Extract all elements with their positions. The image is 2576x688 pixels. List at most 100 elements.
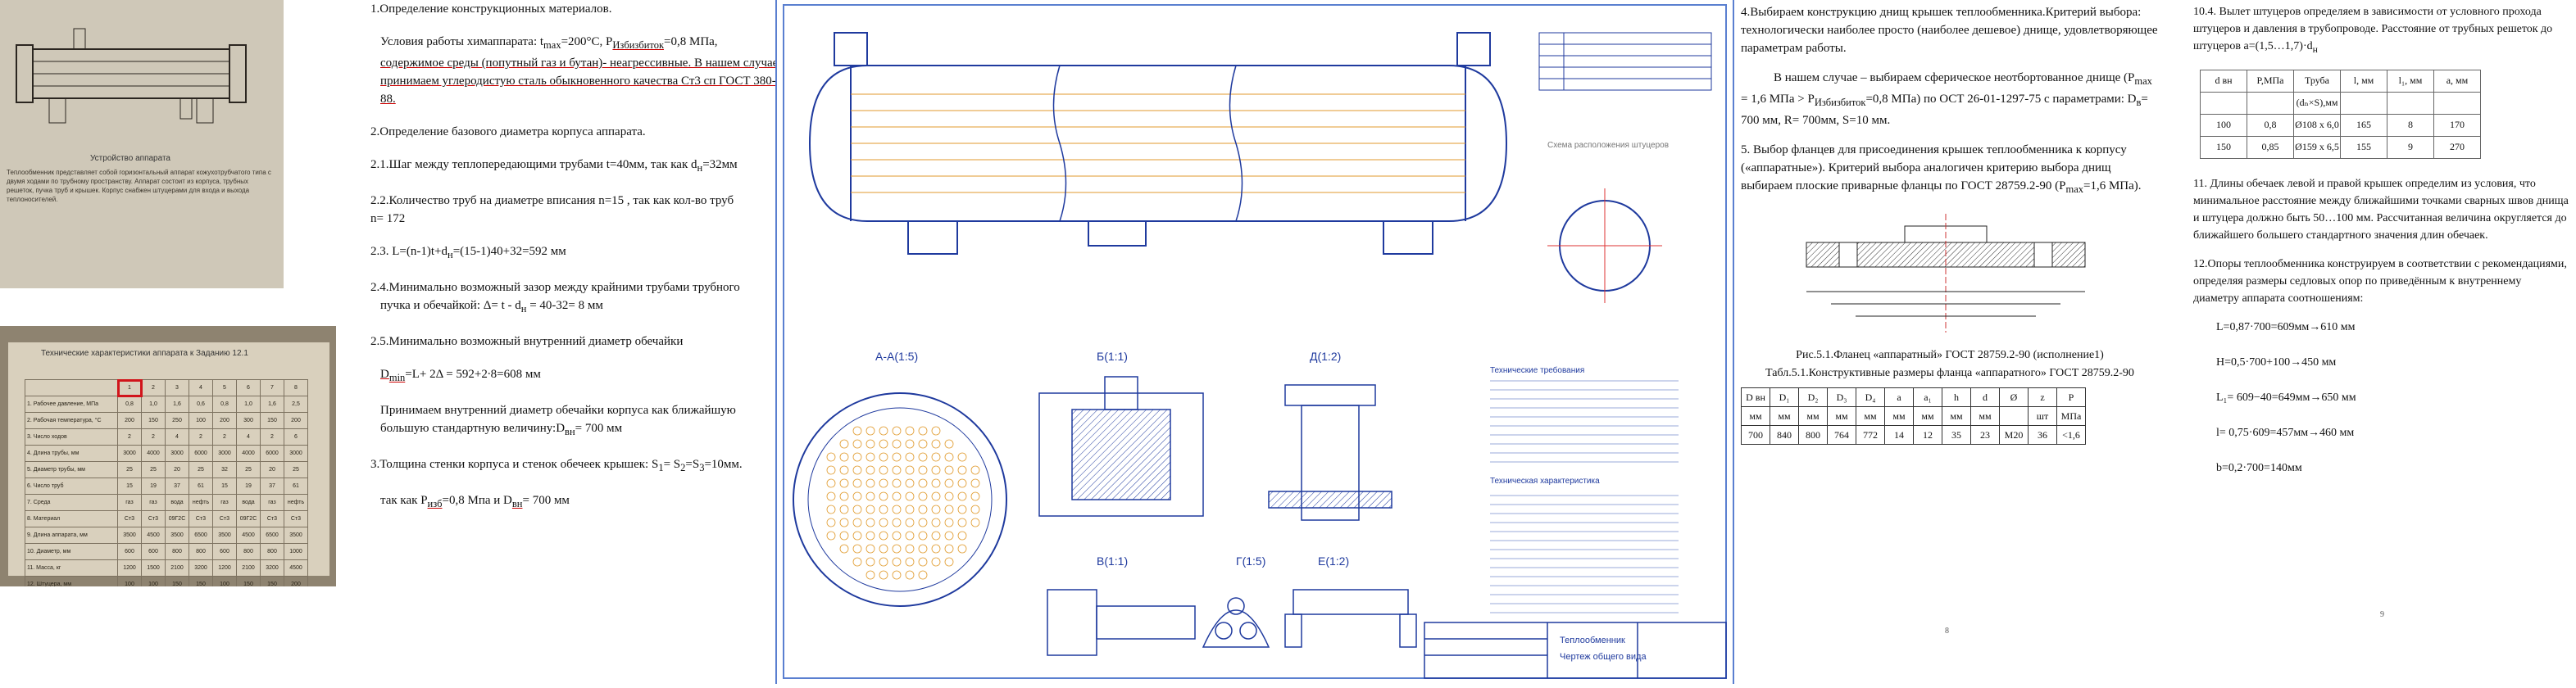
table-cell: газ [260, 494, 284, 511]
tube-hole [852, 491, 862, 501]
tube-hole [865, 570, 875, 580]
tube-hole [852, 531, 862, 541]
table-cell: P,МПа [2247, 69, 2294, 93]
table-caption: Табл.5.1.Конструктивные размеры фланца «… [1765, 367, 2134, 379]
section-12: 12.Опоры теплообменника конструируем в с… [2193, 257, 2567, 305]
label-view-e: Е(1:2) [1318, 554, 1349, 568]
tube-hole [905, 544, 915, 554]
table-cell: 3000 [117, 445, 142, 462]
title-block [1424, 622, 1727, 679]
table-cell: 10. Диаметр, мм [25, 543, 118, 560]
section-2-4: 2.4.Минимально возможный зазор между кра… [370, 281, 740, 315]
tube-hole [892, 439, 902, 449]
table-cell: 1200 [212, 559, 237, 577]
tube-hole [957, 465, 967, 475]
tube-hole [892, 465, 902, 475]
table-cell: 200 [284, 576, 308, 586]
table-cell: 150 [236, 576, 261, 586]
formula-L: L=0,87·700=609мм→610 мм [2216, 320, 2356, 333]
tube-hole [865, 439, 875, 449]
table-cell: 3200 [260, 559, 284, 577]
tube-hole [944, 505, 954, 514]
table-cell: 4000 [236, 445, 261, 462]
table-cell: 2100 [236, 559, 261, 577]
apparatus-sketch [0, 0, 284, 164]
tube-hole [918, 465, 928, 475]
tube-hole [905, 531, 915, 541]
tube-hole [865, 505, 875, 514]
table-cell: 0,8 [117, 396, 142, 413]
table-cell: 25 [236, 461, 261, 478]
label-view-d: Д(1:2) [1310, 350, 1341, 363]
tube-hole [852, 452, 862, 462]
table-cell: 3000 [212, 445, 237, 462]
tube-hole [905, 452, 915, 462]
table-cell: z [2028, 387, 2057, 407]
assignment-photo-2: Технические характеристики аппарата к За… [0, 326, 336, 586]
table-cell: 4 [236, 428, 261, 446]
table-cell: 100 [117, 576, 142, 586]
table-cell: h [1942, 387, 1971, 407]
table-cell: 4 [165, 428, 189, 446]
table-cell: 840 [1770, 425, 1799, 445]
table-cell: 6500 [260, 527, 284, 544]
tube-hole [839, 518, 849, 527]
table-cell: мм [1741, 406, 1770, 426]
table-cell: 100 [2200, 113, 2247, 137]
tube-hole [879, 505, 888, 514]
section-2-title: 2.Определение базового диаметра корпуса … [370, 125, 646, 138]
spec-table [1538, 32, 1712, 91]
table-cell: 1,0 [236, 396, 261, 413]
table-cell: 6000 [189, 445, 213, 462]
tube-hole [826, 478, 836, 488]
tube-hole [944, 478, 954, 488]
table-cell: 170 [2433, 113, 2481, 137]
table-cell: D₄ [1856, 387, 1885, 407]
tube-hole [826, 452, 836, 462]
tube-hole [931, 557, 941, 567]
tube-hole [839, 531, 849, 541]
tube-hole [892, 491, 902, 501]
table-cell: 19 [141, 478, 166, 495]
table-cell: 6. Число труб [25, 478, 118, 495]
table-cell: Ст3 [212, 510, 237, 527]
table-cell: 150 [189, 576, 213, 586]
tube-hole [905, 439, 915, 449]
table-cell [1999, 406, 2029, 426]
tube-hole [892, 557, 902, 567]
table-cell: 800 [165, 543, 189, 560]
tube-hole [892, 478, 902, 488]
section-2-1: 2.1.Шаг между теплопередающими трубами t… [370, 158, 738, 174]
table-cell: мм [1798, 406, 1828, 426]
tube-hole [852, 426, 862, 436]
page-number-2: 8 [1945, 627, 1949, 636]
table-cell: мм [1913, 406, 1942, 426]
tube-hole [944, 491, 954, 501]
tube-hole [918, 544, 928, 554]
tube-hole [879, 518, 888, 527]
tube-hole [931, 491, 941, 501]
tube-hole [905, 505, 915, 514]
table-cell: 1,6 [165, 396, 189, 413]
detail-g-view [1202, 597, 1270, 648]
photo2-title: Технические характеристики аппарата к За… [41, 349, 248, 358]
tube-hole [918, 452, 928, 462]
table-cell: 09Г2С [236, 510, 261, 527]
section-11: 11. Длины обечаек левой и правой крышек … [2193, 177, 2569, 242]
table-cell: Ø159 x 6,5 [2293, 135, 2341, 159]
tube-hole [931, 478, 941, 488]
table-cell: 2 [189, 428, 213, 446]
tube-hole [892, 518, 902, 527]
tube-hole [970, 518, 980, 527]
detail-v-view [1047, 589, 1196, 656]
label-view-g: Г(1:5) [1236, 554, 1265, 568]
table-cell: МПа [2056, 406, 2086, 426]
tube-bundle [851, 93, 1465, 193]
tube-hole [826, 505, 836, 514]
tube-hole [944, 544, 954, 554]
table-cell [2387, 91, 2434, 115]
table-cell: 772 [1856, 425, 1885, 445]
